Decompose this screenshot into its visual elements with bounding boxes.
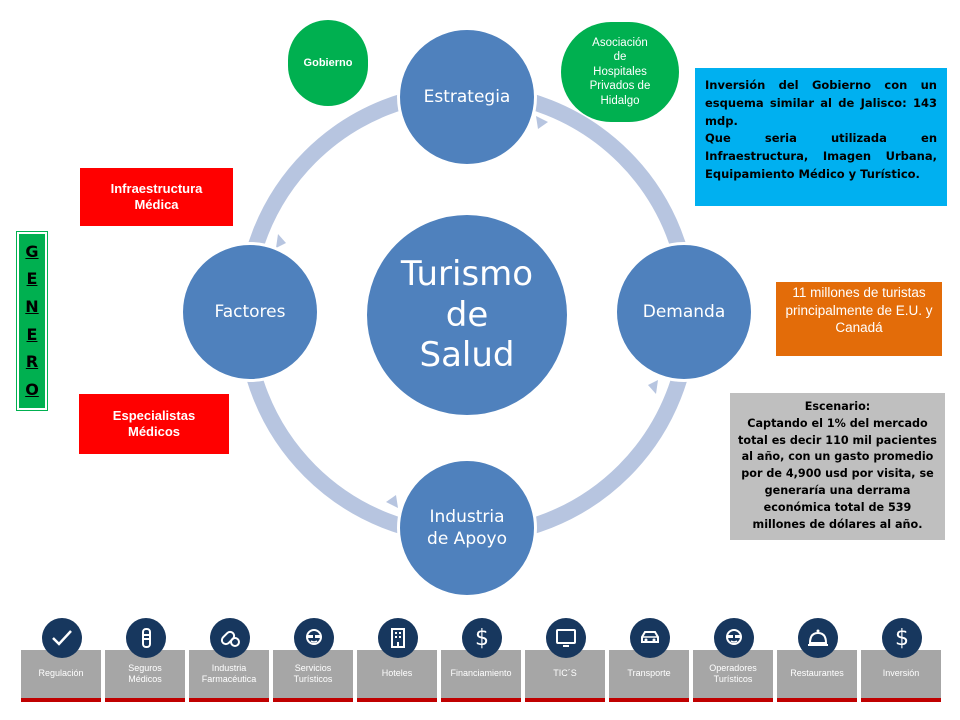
car-icon [630,618,670,658]
bar-item-regulacion: Regulación [21,612,101,708]
asociacion-line-3: Hospitales [593,65,647,78]
bar-label: Regulación [38,668,84,679]
genero-letter-1: G [25,241,39,261]
bar-tile: Regulación [21,650,101,702]
bar-tile: Inversión [861,650,941,702]
genero-letter-4: E [26,324,38,344]
ring-arrow-nw [276,234,286,248]
ring-arrow-ne [536,116,548,129]
node-demanda: Demanda [614,242,754,382]
bar-label: TIC´S [553,668,577,679]
bar-label: Inversión [882,668,920,679]
actor-gobierno-label: Gobierno [303,57,353,69]
bar-label: Operadores [709,662,757,673]
note-inversion-line-2: Que seria utilizada en Infraestructura, … [705,131,937,182]
genero-letter-2: E [26,269,38,289]
dollar-glyph: $ [475,625,489,651]
asociacion-line-4: Privados de [589,80,651,93]
check-icon [42,618,82,658]
center-line-2: de [445,294,489,335]
genero-letter-3: N [25,297,39,317]
actor-asociacion-hospitales: Asociación de Hospitales Privados de Hid… [561,22,679,122]
bar-tile: TIC´S [525,650,605,702]
node-industria-line-1: Industria [429,506,505,527]
building-icon [378,618,418,658]
person-sunglasses-icon [294,618,334,658]
asociacion-line-1: Asociación [592,37,648,50]
bar-tile: Hoteles [357,650,437,702]
bar-item-hoteles: Hoteles [357,612,437,708]
asociacion-line-5: Hidalgo [600,94,640,107]
dollar-glyph: $ [895,625,909,651]
bar-label: Industria [211,662,247,673]
bar-label: Restaurantes [790,668,844,679]
pill-capsule-icon [210,618,250,658]
node-demanda-label: Demanda [642,301,726,322]
infraestructura-line-2: Médica [134,197,179,212]
asociacion-line-2: de [613,51,627,64]
bar-item-restaurantes: Restaurantes [777,612,857,708]
dollar-icon: $ [462,618,502,658]
monitor-icon [546,618,586,658]
center-node-turismo-de-salud: Turismo de Salud [364,212,570,418]
genero-letter-5: R [25,352,39,372]
bar-item-tics: TIC´S [525,612,605,708]
factor-infraestructura-medica: Infraestructura Médica [80,168,233,226]
bar-label: Seguros [128,662,162,673]
node-factores: Factores [180,242,320,382]
node-industria-de-apoyo: Industria de Apoyo [397,458,537,598]
note-escenario: Escenario: Captando el 1% del mercado to… [730,393,945,540]
note-escenario-body: Captando el 1% del mercado total es deci… [738,416,937,531]
bar-label: Hoteles [381,668,413,679]
note-inversion-gobierno: Inversión del Gobierno con un esquema si… [695,68,947,206]
note-inversion-line-1: Inversión del Gobierno con un esquema si… [705,78,937,128]
bar-label: Transporte [627,668,671,679]
center-line-1: Turismo [400,253,534,294]
bar-tile: Transporte [609,650,689,702]
bandaged-arm-icon [126,618,166,658]
bar-label: Turísticos [293,674,333,684]
node-industria-line-2: de Apoyo [427,529,507,549]
bar-label: Farmacéutica [201,674,257,684]
bar-tile: Restaurantes [777,650,857,702]
node-estrategia-label: Estrategia [423,86,511,107]
dollar-icon: $ [882,618,922,658]
genero-letter-6: O [25,380,39,400]
node-factores-label: Factores [214,301,286,322]
bar-label: Servicios [294,662,332,673]
bar-label: Turísticos [713,674,753,684]
cloche-icon [798,618,838,658]
actor-gobierno: Gobierno [288,20,368,106]
genero-label: G E N E R O [16,231,48,411]
infraestructura-line-1: Infraestructura [110,180,203,196]
node-estrategia: Estrategia [397,27,537,167]
especialistas-line-1: Especialistas [112,407,196,423]
note-turistas-text: 11 millones de turistas principalmente d… [785,285,933,336]
ring-arrow-sw [386,495,398,508]
factor-especialistas-medicos: Especialistas Médicos [79,394,229,454]
bar-label: Financiamiento [450,668,512,679]
ring-arrow-se [648,380,658,394]
bar-item-financiamiento: Financiamiento $ [441,612,521,708]
note-turistas: 11 millones de turistas principalmente d… [776,282,942,356]
bar-item-transporte: Transporte [609,612,689,708]
bar-tile: Financiamiento [441,650,521,702]
especialistas-line-2: Médicos [127,424,180,439]
bar-label: Médicos [128,674,162,684]
center-line-3: Salud [419,335,515,376]
note-escenario-title: Escenario: [804,400,871,413]
person-sunglasses-icon [714,618,754,658]
bar-item-inversion: Inversión $ [861,612,941,708]
